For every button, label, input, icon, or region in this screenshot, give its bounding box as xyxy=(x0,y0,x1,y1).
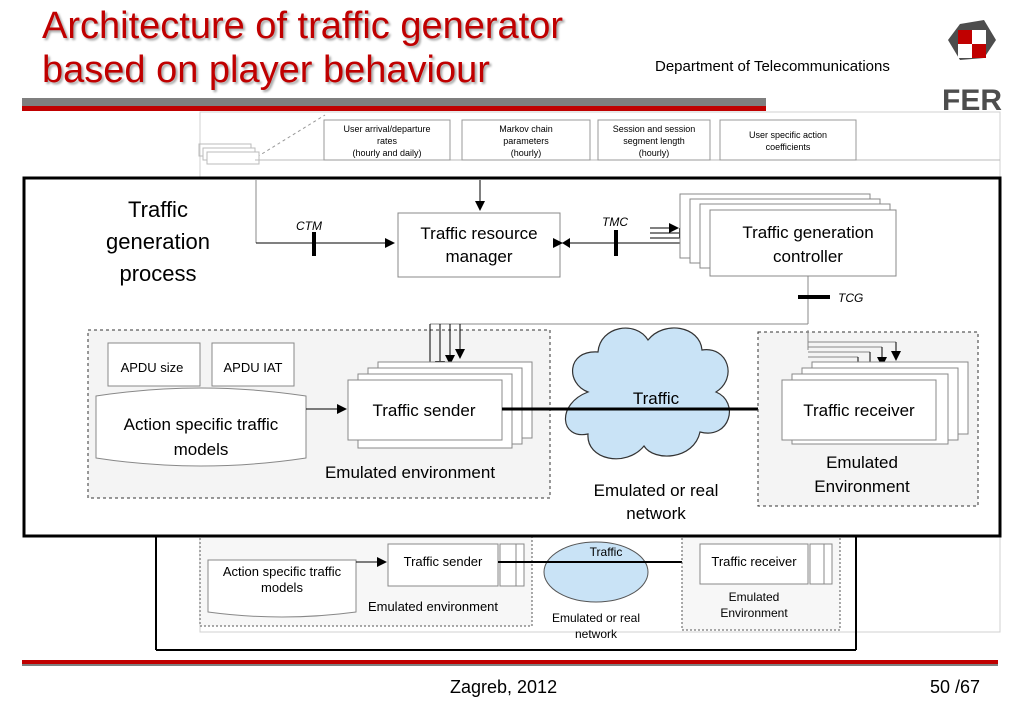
emulated-env-left-label: Emulated environment xyxy=(325,463,495,482)
models-database xyxy=(95,387,307,467)
header-rule-gray xyxy=(22,98,766,106)
slide-title: Architecture of traffic generator based … xyxy=(42,4,563,92)
apdu-iat-label: APDU IAT xyxy=(224,360,283,375)
tcg-label: TCG xyxy=(838,291,863,305)
apdu-size-label: APDU size xyxy=(121,360,184,375)
fer-logo-emblem-icon xyxy=(948,20,996,60)
input-arrival-line3: (hourly and daily) xyxy=(352,148,421,158)
controller-box xyxy=(709,209,897,277)
input-arrival-line2: rates xyxy=(377,136,398,146)
fer-logo: FER xyxy=(942,20,1002,117)
ctm-label: CTM xyxy=(296,219,322,233)
page-number: 50 /67 xyxy=(930,677,981,697)
process-label-line1: Traffic xyxy=(128,197,188,222)
controller-line1: Traffic generation xyxy=(742,223,873,242)
input-markov-line3: (hourly) xyxy=(511,148,542,158)
footer-rule-red xyxy=(22,660,998,664)
cloud-label: Traffic xyxy=(633,389,680,408)
emulated-env-right-line1: Emulated xyxy=(826,453,898,472)
bg-models-line1: Action specific traffic xyxy=(223,564,342,579)
footer-date: Zagreb, 2012 xyxy=(450,677,558,697)
tmc-label: TMC xyxy=(602,215,628,229)
input-markov-line2: parameters xyxy=(503,136,549,146)
input-session-line1: Session and session xyxy=(613,124,696,134)
header-rule-red xyxy=(22,106,766,111)
process-label-line3: process xyxy=(119,261,196,286)
models-line1: Action specific traffic xyxy=(124,415,279,434)
bg-receiver: Traffic receiver xyxy=(711,554,797,569)
input-markov-box xyxy=(461,119,591,161)
footer-rule-gray xyxy=(22,664,998,666)
input-action-line1: User specific action xyxy=(749,130,827,140)
input-session-box xyxy=(597,119,711,161)
bg-models-line2: models xyxy=(261,580,303,595)
input-arrival-box xyxy=(323,119,451,161)
receiver-label: Traffic receiver xyxy=(803,401,915,420)
sender-label: Traffic sender xyxy=(373,401,476,420)
input-action-box xyxy=(719,119,857,161)
bg-env-right-line1: Emulated xyxy=(729,590,780,604)
process-label-line2: generation xyxy=(106,229,210,254)
bg-cloud-label: Traffic xyxy=(590,545,623,559)
network-cloud xyxy=(564,327,730,460)
controller-line2: controller xyxy=(773,247,843,266)
bg-network-line1: Emulated or real xyxy=(552,611,640,625)
title-line-2: based on player behaviour xyxy=(42,49,490,91)
resource-manager-line1: Traffic resource xyxy=(420,224,537,243)
network-line2: network xyxy=(626,504,686,523)
title-line-1: Architecture of traffic generator xyxy=(42,5,563,47)
input-action-line2: coefficients xyxy=(766,142,811,152)
zoomed-panel: Traffic generation process CTM Traffic r… xyxy=(22,176,1002,538)
models-line2: models xyxy=(174,440,229,459)
receiver-box xyxy=(781,379,937,441)
input-session-line3: (hourly) xyxy=(639,148,670,158)
bg-emulated-env-left: Emulated environment xyxy=(368,599,498,614)
input-session-line2: segment length xyxy=(623,136,685,146)
emulated-env-right-line2: Environment xyxy=(814,477,910,496)
bg-sender: Traffic sender xyxy=(404,554,483,569)
department-label: Department of Telecommunications xyxy=(655,58,890,75)
bg-env-right-line2: Environment xyxy=(720,606,788,620)
sender-box xyxy=(347,379,503,441)
bg-network-line2: network xyxy=(575,627,618,641)
input-arrival-line1: User arrival/departure xyxy=(343,124,430,134)
input-markov-line1: Markov chain xyxy=(499,124,553,134)
network-line1: Emulated or real xyxy=(594,481,719,500)
resource-manager-box xyxy=(397,212,561,278)
resource-manager-line2: manager xyxy=(445,247,512,266)
